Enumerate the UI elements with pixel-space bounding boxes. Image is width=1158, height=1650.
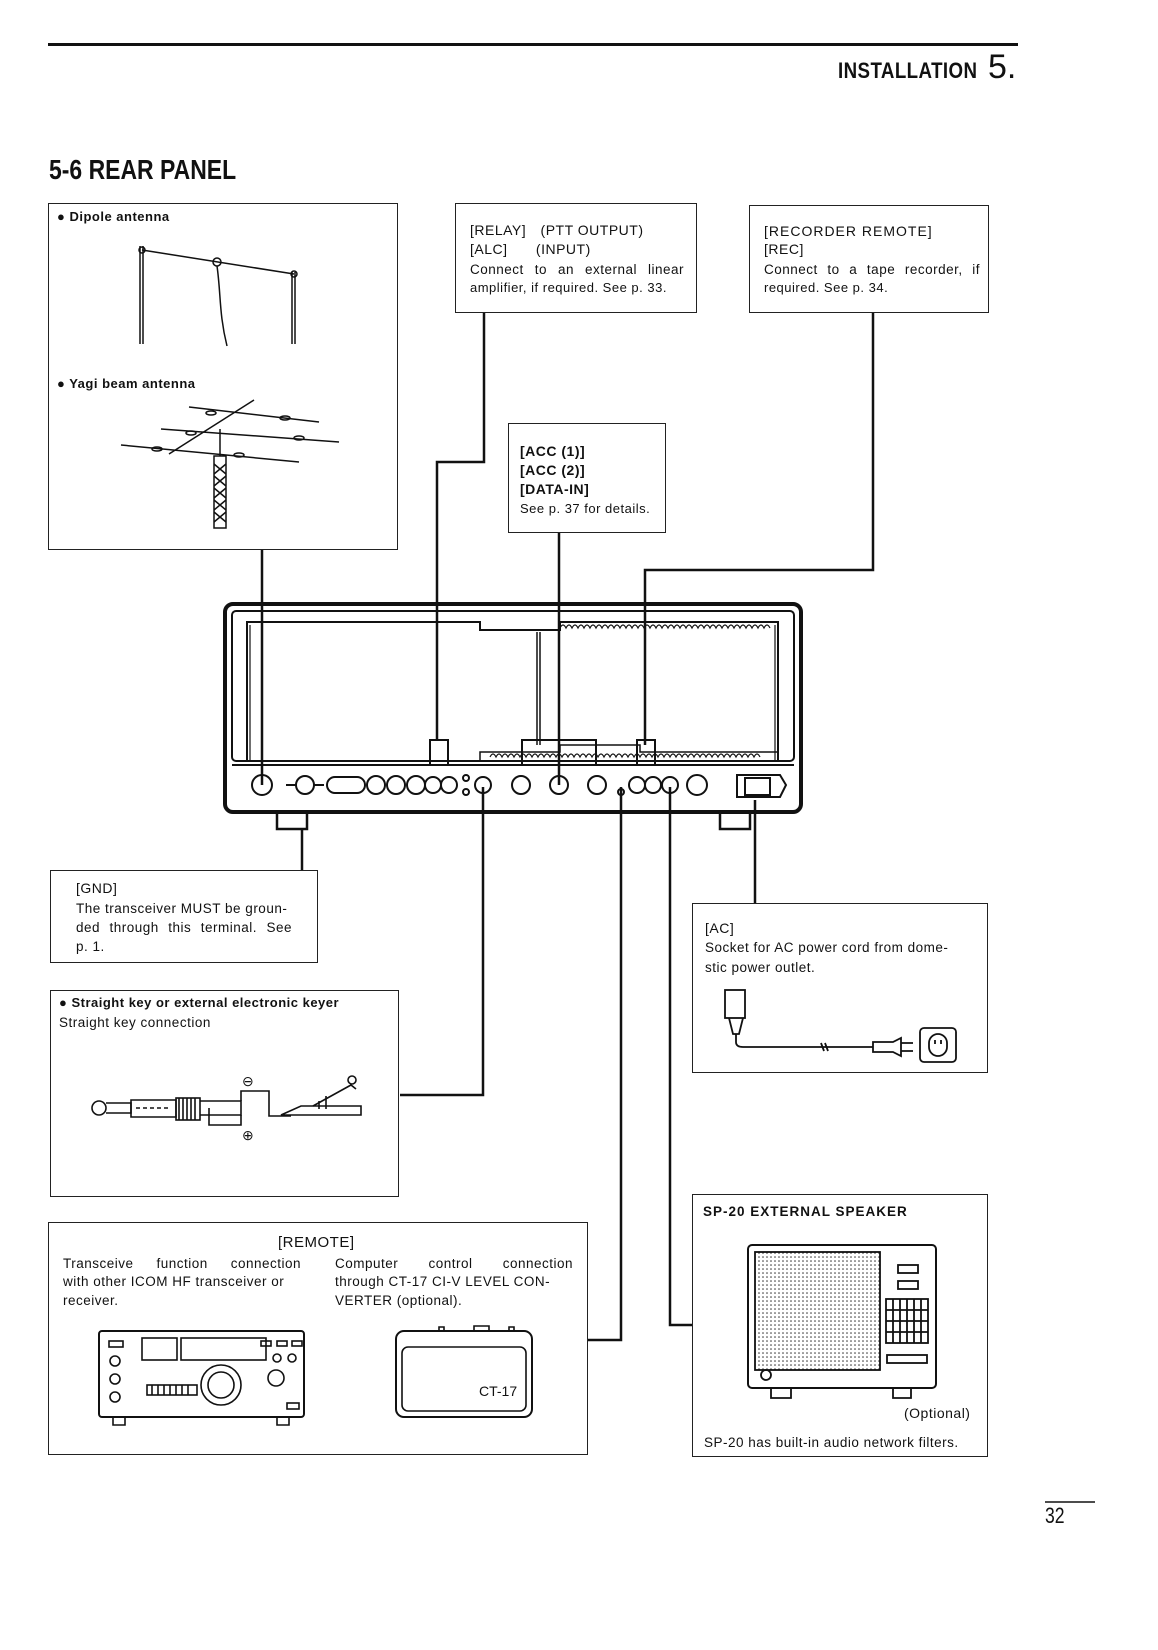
antenna-box: ● Dipole antenna ● Yagi beam antenna xyxy=(48,203,398,550)
yagi-label: ● Yagi beam antenna xyxy=(57,376,196,391)
speaker-drawing xyxy=(747,1244,937,1399)
straight-key-box: ● Straight key or external electronic ke… xyxy=(50,990,399,1197)
speaker-optional: (Optional) xyxy=(904,1405,971,1421)
header-rule xyxy=(48,43,1018,46)
relay-alc-box: [RELAY] (PTT OUTPUT) [ALC] (INPUT) Conne… xyxy=(455,203,697,313)
relay-desc: (PTT OUTPUT) xyxy=(540,222,644,238)
remote-right-2: through CT-17 CI-V LEVEL CON- xyxy=(335,1274,551,1289)
ac-text-1: Socket for AC power cord from dome- xyxy=(705,940,949,955)
ac-cord-drawing xyxy=(724,989,957,1063)
antenna-drawings xyxy=(120,246,340,529)
ac-box: [AC] Socket for AC power cord from dome-… xyxy=(692,903,988,1073)
ac-text-2: stic power outlet. xyxy=(705,960,816,975)
recorder-remote-box: [RECORDER REMOTE] [REC] Connect to a tap… xyxy=(749,205,989,313)
speaker-title: SP-20 EXTERNAL SPEAKER xyxy=(703,1204,908,1219)
gnd-text-3: p. 1. xyxy=(76,939,105,954)
relay-text-2: amplifier, if required. See p. 33. xyxy=(470,280,667,295)
minus-symbol: ⊖ xyxy=(242,1073,254,1089)
straight-key-subtitle: Straight key connection xyxy=(59,1015,211,1030)
section-label: INSTALLATION xyxy=(838,58,978,83)
relay-label: [RELAY] xyxy=(470,222,527,238)
straight-key-drawing xyxy=(91,1075,362,1126)
gnd-text-1: The transceiver MUST be groun- xyxy=(76,901,288,916)
remote-box: [REMOTE] Transceive function connection … xyxy=(48,1222,588,1455)
ct17-label: CT-17 xyxy=(479,1383,518,1399)
gnd-label: [GND] xyxy=(76,880,118,896)
recorder-text-2: required. See p. 34. xyxy=(764,280,889,295)
speaker-note: SP-20 has built-in audio network filters… xyxy=(704,1435,959,1450)
relay-text-1: Connect to an external linear xyxy=(470,262,684,277)
alc-label: [ALC] xyxy=(470,241,508,257)
recorder-text-1: Connect to a tape recorder, if xyxy=(764,262,980,277)
recorder-remote-label: [RECORDER REMOTE] xyxy=(764,223,933,239)
remote-left-2: with other ICOM HF transceiver or xyxy=(63,1274,285,1289)
plus-symbol: ⊕ xyxy=(242,1127,254,1143)
gnd-box: [GND] The transceiver MUST be groun- ded… xyxy=(50,870,318,963)
ac-label: [AC] xyxy=(705,920,735,936)
page-title: 5-6 REAR PANEL xyxy=(49,154,237,185)
remote-title: [REMOTE] xyxy=(278,1234,355,1251)
gnd-text-2: ded through this terminal. See xyxy=(76,920,292,935)
straight-key-title: ● Straight key or external electronic ke… xyxy=(59,995,340,1010)
transceiver-rear-panel xyxy=(223,602,803,831)
data-in-label: [DATA-IN] xyxy=(520,481,590,497)
acc-box: [ACC (1)] [ACC (2)] [DATA-IN] See p. 37 … xyxy=(508,423,666,533)
remote-right-1: Computer control connection xyxy=(335,1256,573,1271)
remote-drawings xyxy=(98,1325,533,1426)
dipole-label: ● Dipole antenna xyxy=(57,209,170,224)
section-number: 5. xyxy=(988,48,1017,86)
rec-label: [REC] xyxy=(764,241,804,257)
remote-right-3: VERTER (optional). xyxy=(335,1293,463,1308)
acc-details-text: See p. 37 for details. xyxy=(520,501,651,516)
acc1-label: [ACC (1)] xyxy=(520,443,586,459)
alc-desc: (INPUT) xyxy=(535,241,591,257)
remote-left-3: receiver. xyxy=(63,1293,119,1308)
acc2-label: [ACC (2)] xyxy=(520,462,586,478)
speaker-box: SP-20 EXTERNAL SPEAKER (Optional) SP-20 … xyxy=(692,1194,988,1457)
page-number: 32 xyxy=(1045,1503,1065,1528)
remote-left-1: Transceive function connection xyxy=(63,1256,301,1271)
